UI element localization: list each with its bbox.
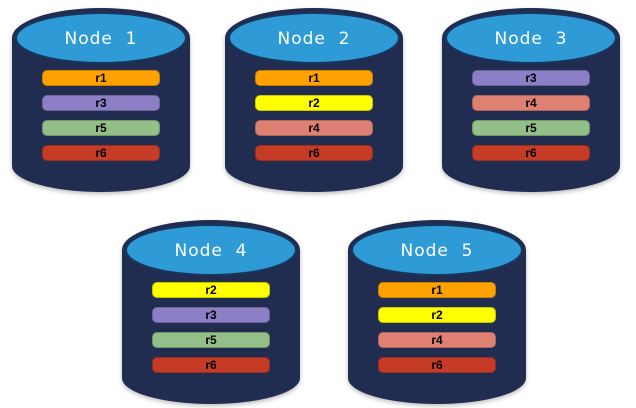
db-node-1: Node 1 r1 r3 r5 r6 bbox=[12, 8, 190, 192]
db-node-3: Node 3 r3 r4 r5 r6 bbox=[442, 8, 620, 192]
replica-bar: r1 bbox=[42, 70, 160, 86]
replica-bar: r4 bbox=[472, 95, 590, 111]
replica-bar: r6 bbox=[255, 145, 373, 161]
replica-bar: r6 bbox=[472, 145, 590, 161]
replica-bar: r1 bbox=[378, 282, 496, 298]
db-node-2: Node 2 r1 r2 r4 r6 bbox=[225, 8, 403, 192]
replica-bar: r1 bbox=[255, 70, 373, 86]
replica-bar: r6 bbox=[378, 357, 496, 373]
replica-bar: r5 bbox=[42, 120, 160, 136]
replica-list: r1 r2 r4 r6 bbox=[225, 70, 403, 161]
replica-bar: r6 bbox=[152, 357, 270, 373]
replica-bar: r4 bbox=[378, 332, 496, 348]
node-title: Node 5 bbox=[400, 241, 474, 261]
replica-list: r3 r4 r5 r6 bbox=[442, 70, 620, 161]
replica-bar: r6 bbox=[42, 145, 160, 161]
replica-list: r2 r3 r5 r6 bbox=[122, 282, 300, 373]
cylinder-cap: Node 2 bbox=[228, 12, 400, 64]
replica-bar: r3 bbox=[472, 70, 590, 86]
db-node-5: Node 5 r1 r2 r4 r6 bbox=[348, 220, 526, 404]
replica-bar: r5 bbox=[152, 332, 270, 348]
replica-list: r1 r3 r5 r6 bbox=[12, 70, 190, 161]
cylinder-cap: Node 5 bbox=[351, 224, 523, 276]
replica-list: r1 r2 r4 r6 bbox=[348, 282, 526, 373]
cylinder-cap: Node 1 bbox=[15, 12, 187, 64]
db-node-4: Node 4 r2 r3 r5 r6 bbox=[122, 220, 300, 404]
replica-bar: r3 bbox=[42, 95, 160, 111]
replica-bar: r5 bbox=[472, 120, 590, 136]
replica-bar: r4 bbox=[255, 120, 373, 136]
replica-bar: r2 bbox=[152, 282, 270, 298]
node-title: Node 4 bbox=[174, 241, 248, 261]
node-title: Node 3 bbox=[494, 29, 568, 49]
replica-bar: r3 bbox=[152, 307, 270, 323]
cylinder-cap: Node 3 bbox=[445, 12, 617, 64]
replica-bar: r2 bbox=[378, 307, 496, 323]
node-title: Node 2 bbox=[277, 29, 351, 49]
node-title: Node 1 bbox=[64, 29, 138, 49]
cylinder-cap: Node 4 bbox=[125, 224, 297, 276]
replica-bar: r2 bbox=[255, 95, 373, 111]
